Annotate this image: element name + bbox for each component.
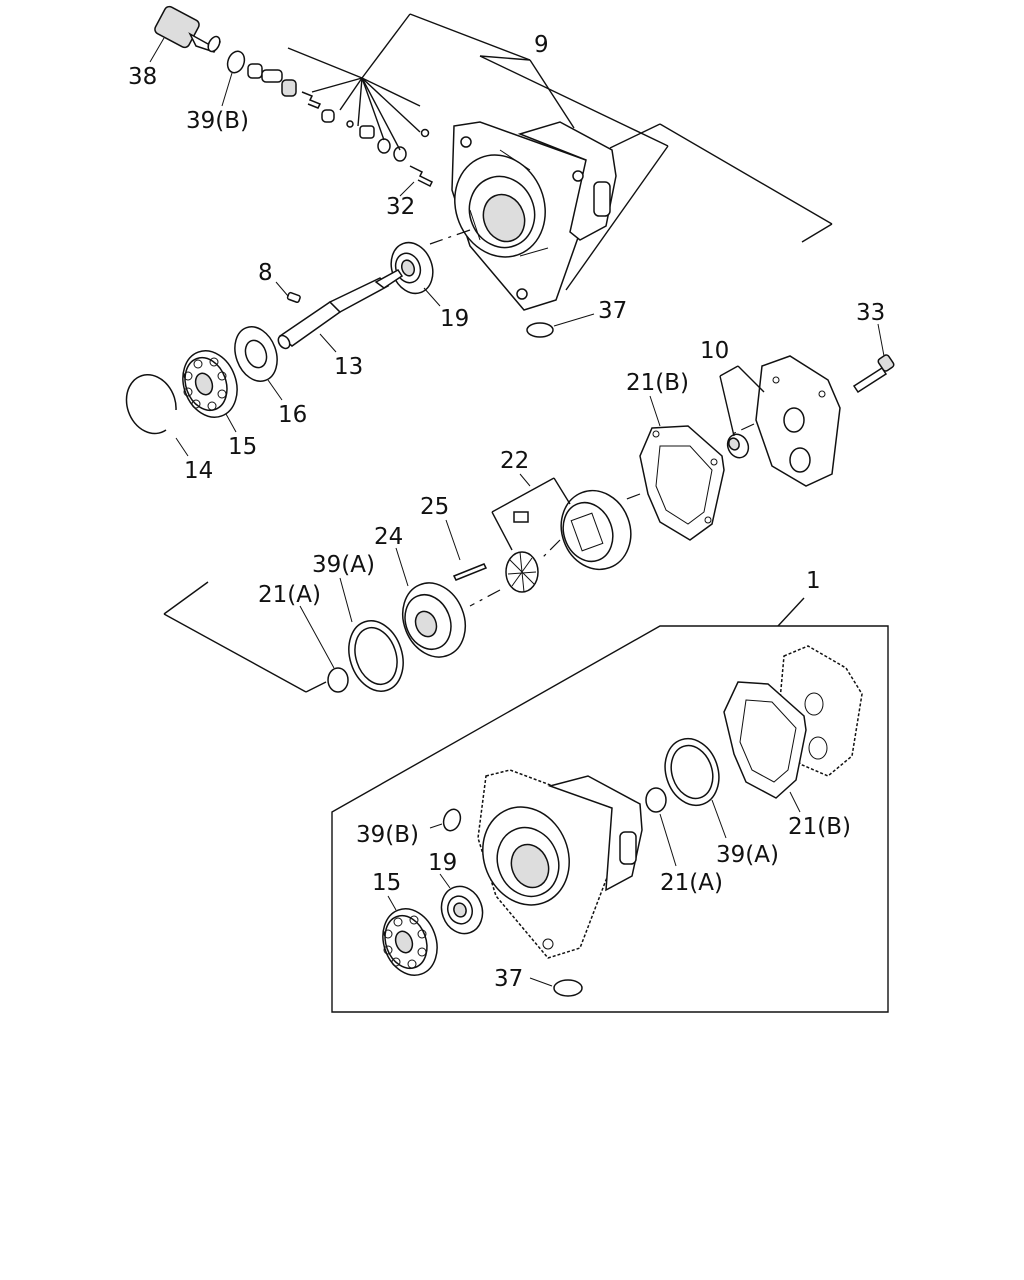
callout-8: 8 [258, 260, 273, 286]
callout-21b-top: 21(B) [626, 370, 689, 396]
callout-13: 13 [334, 354, 363, 380]
part-13-shaft [277, 269, 404, 350]
callout-37-top: 37 [598, 298, 627, 324]
kit-1-outline [331, 625, 889, 1013]
callout-39b-top: 39(B) [186, 108, 249, 134]
callout-39a-kit: 39(A) [716, 842, 779, 868]
kit-bearing-19 [440, 885, 484, 935]
callout-9: 9 [534, 32, 549, 58]
callout-21a-top: 21(A) [258, 582, 321, 608]
part-21b-gasket-top [639, 425, 725, 541]
valve-small-parts [247, 63, 434, 188]
kit-ball-bearing-15 [382, 908, 438, 976]
callout-24: 24 [374, 524, 403, 550]
kit-gasket-21b [723, 681, 807, 799]
callout-32: 32 [386, 194, 415, 220]
callout-10: 10 [700, 338, 729, 364]
callout-39a-top: 39(A) [312, 552, 375, 578]
kit-oring-39b [442, 808, 462, 832]
part-10-end-cover [755, 355, 841, 487]
part-37-oring-top [526, 322, 554, 338]
callout-33: 33 [856, 300, 885, 326]
kit-seal-39a [664, 737, 720, 807]
callout-14: 14 [184, 458, 213, 484]
callout-16: 16 [278, 402, 307, 428]
part-21a-oring-top [327, 667, 349, 693]
callout-39b-kit: 39(B) [356, 822, 419, 848]
callout-19-kit: 19 [428, 850, 457, 876]
part-15-ball-bearing-top [182, 350, 238, 418]
callout-21a-kit: 21(A) [660, 870, 723, 896]
part-10-bushing [726, 433, 750, 459]
callout-38: 38 [128, 64, 157, 90]
part-16-washer [234, 326, 278, 382]
part-39b-oring [226, 50, 246, 74]
part-22-rotor [505, 551, 539, 593]
part-22-vane [513, 511, 529, 523]
callout-15-kit: 15 [372, 870, 401, 896]
kit-pump-housing [477, 769, 643, 959]
leader-lines-9 [287, 13, 669, 291]
callout-15-top: 15 [228, 434, 257, 460]
callout-21b-kit: 21(B) [788, 814, 851, 840]
kit-oring-37 [553, 979, 583, 997]
part-22-cam-ring [560, 489, 632, 571]
kit-oring-21a [645, 787, 667, 813]
part-25-pin [452, 563, 488, 581]
part-24-side-plate [402, 582, 466, 658]
callout-37-kit: 37 [494, 966, 523, 992]
part-39a-seal-top [348, 620, 404, 692]
callout-25: 25 [420, 494, 449, 520]
callout-19-top: 19 [440, 306, 469, 332]
part-8-key [286, 291, 301, 303]
part-33-bolt [852, 354, 895, 394]
part-19-bearing-top [390, 241, 434, 295]
part-38-valve-plug [154, 5, 222, 53]
callout-22: 22 [500, 448, 529, 474]
callout-1: 1 [806, 568, 821, 594]
part-9-pump-housing [451, 121, 617, 311]
part-14-snap-ring [125, 374, 177, 435]
